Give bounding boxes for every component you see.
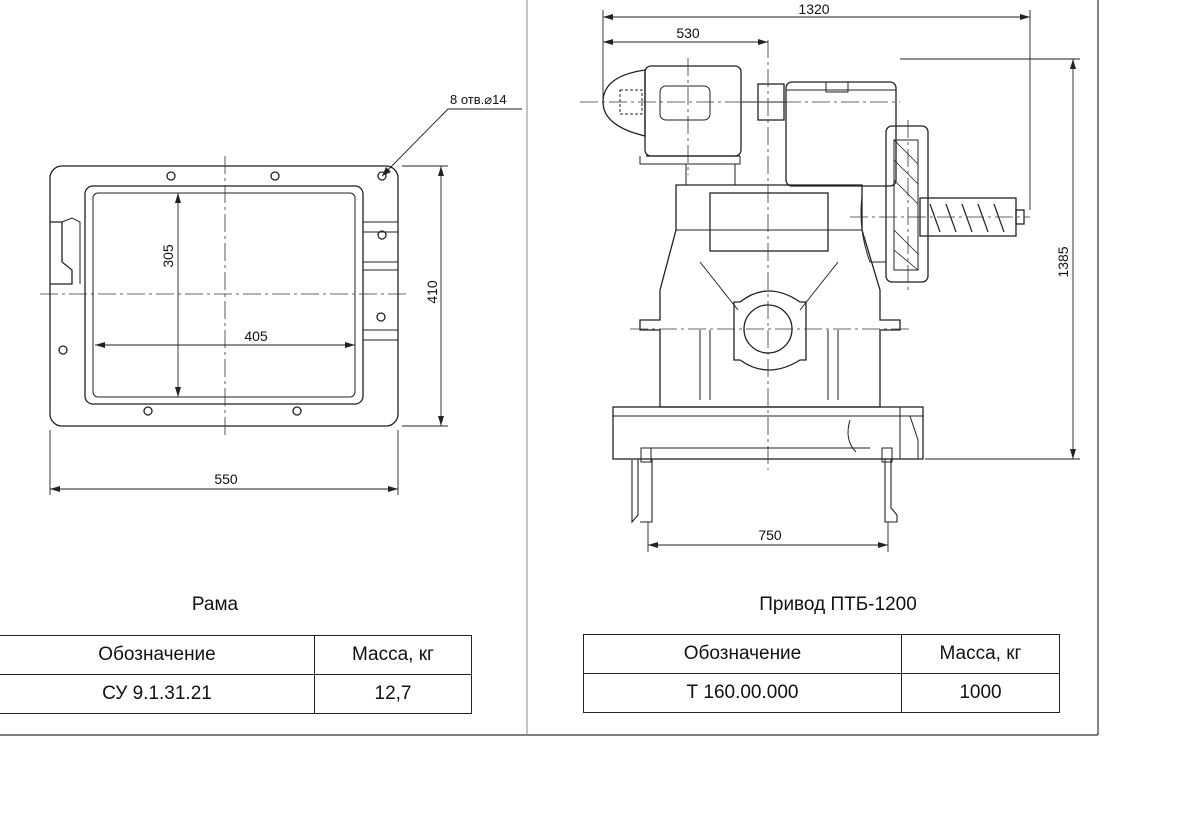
header-designation: Обозначение (583, 634, 902, 674)
frame-width-label: 550 (214, 471, 238, 487)
drive-motor-fan-cover (602, 69, 646, 137)
drive-brake-disc (885, 125, 929, 283)
frame-drawing (49, 165, 399, 427)
drive-title: Привод ПТБ-1200 (759, 594, 917, 615)
drive-reducer (785, 81, 897, 187)
header-mass: Масса, кг (901, 634, 1060, 674)
drive-gearbox-housing (639, 184, 901, 408)
frame-left-lug (50, 221, 73, 285)
frame-opening (92, 192, 356, 398)
drive-motor (644, 65, 742, 157)
frame-inner-height-label: 305 (160, 244, 176, 268)
frame-height-label: 410 (424, 280, 440, 304)
frame-centerlines (40, 156, 410, 436)
frame-hole (270, 171, 280, 181)
drive-anchor-bolt-left (631, 459, 653, 524)
table-row: Т 160.00.000 1000 (583, 673, 1060, 713)
drive-centerlines (580, 40, 1030, 470)
frame-hole (143, 406, 153, 416)
frame-hole (377, 171, 387, 181)
table-row: СУ 9.1.31.21 12,7 (0, 674, 472, 714)
frame-dim-arrows (50, 166, 444, 492)
drive-motor-offset-label: 530 (676, 25, 700, 41)
frame-hole (376, 312, 386, 322)
frame-hole-leader (381, 108, 522, 177)
header-designation: Обозначение (0, 635, 315, 675)
drive-dim-arrows (603, 14, 1076, 548)
header-mass: Масса, кг (314, 635, 472, 675)
drive-cover-plate (709, 192, 829, 252)
table-row: Обозначение Масса, кг (0, 635, 472, 675)
drive-dimensions (602, 10, 1080, 552)
frame-right-brackets (363, 221, 398, 341)
frame-left-lug-edge (61, 217, 81, 284)
frame-inner-width-label: 405 (244, 328, 268, 344)
drive-spec-table: Обозначение Масса, кг Т 160.00.000 1000 (583, 634, 1060, 713)
table-row: Обозначение Масса, кг (583, 634, 1060, 674)
frame-hole (292, 406, 302, 416)
frame-mass-value: 12,7 (314, 674, 472, 714)
frame-dimensions (49, 108, 522, 495)
frame-inner-rim (84, 185, 364, 405)
drive-screw-thread (929, 203, 1005, 233)
frame-hole (377, 230, 387, 240)
frame-designation-value: СУ 9.1.31.21 (0, 674, 315, 714)
frame-spec-table: Обозначение Масса, кг СУ 9.1.31.21 12,7 (0, 635, 472, 714)
drive-base-span-label: 750 (758, 527, 782, 543)
drive-height-label: 1385 (1055, 246, 1071, 277)
frame-title: Рама (191, 594, 239, 615)
drive-width-label: 1320 (798, 1, 829, 17)
frame-holes-label: 8 отв.⌀14 (450, 92, 507, 107)
frame-hole (58, 345, 68, 355)
drive-drawing (602, 65, 1025, 524)
drive-designation-value: Т 160.00.000 (583, 673, 902, 713)
drive-bearing-housing (733, 290, 807, 371)
drive-mass-value: 1000 (901, 673, 1060, 713)
frame-outer-plate (49, 165, 399, 427)
frame-hole (166, 171, 176, 181)
drive-anchor-bolt-right (884, 459, 898, 523)
